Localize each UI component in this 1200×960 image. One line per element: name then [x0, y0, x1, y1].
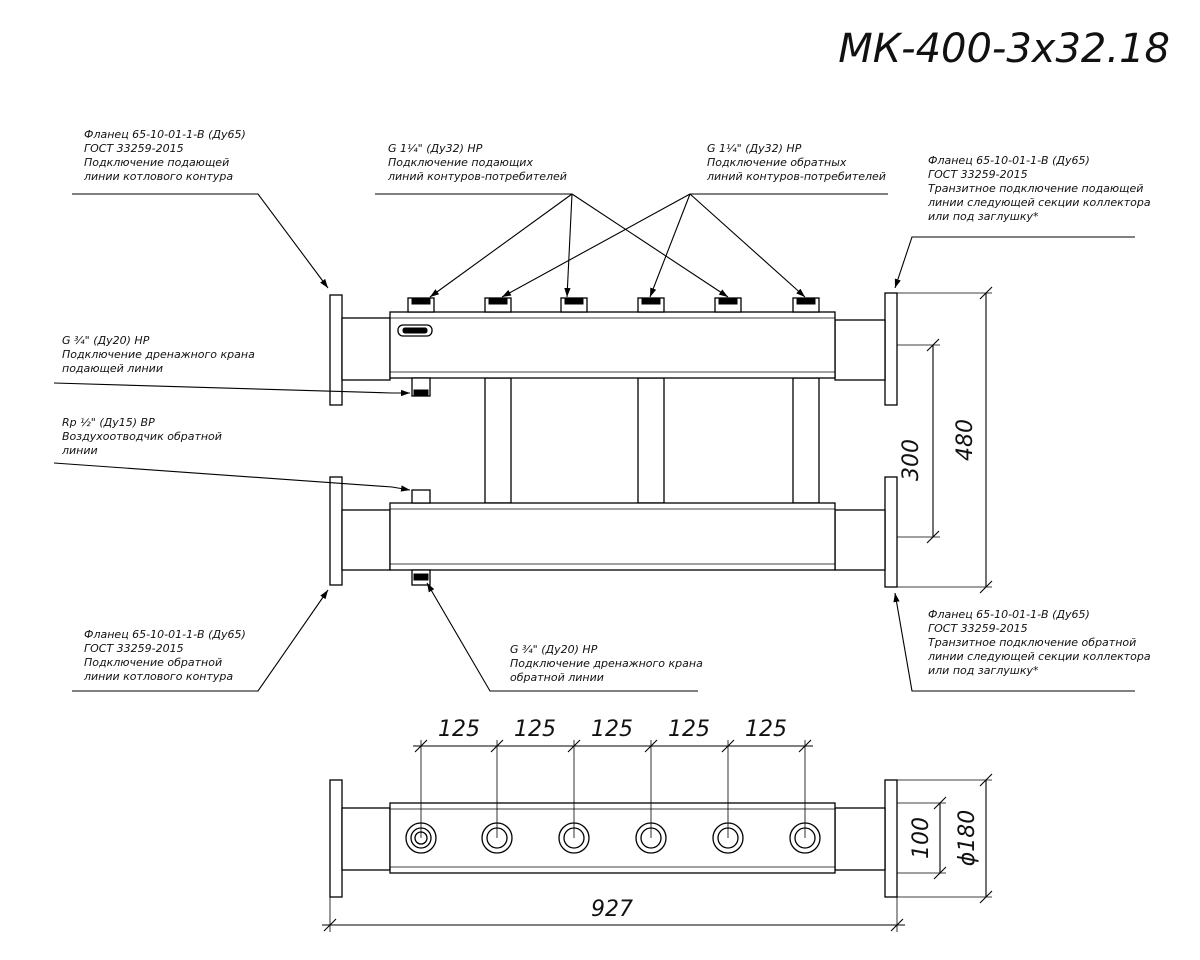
callout-drain-return: G ¾" (Ду20) НР Подключение дренажного кр… — [426, 582, 703, 692]
svg-text:линии следующей секции коллект: линии следующей секции коллектора — [927, 650, 1151, 663]
callout-transit-supply: Фланец 65-10-01-1-В (Ду65) ГОСТ 33259-20… — [894, 154, 1151, 289]
svg-text:ГОСТ 33259-2015: ГОСТ 33259-2015 — [928, 168, 1028, 181]
top-right-flange — [884, 779, 898, 898]
front-view: 300 480 — [329, 286, 993, 594]
supply-header-body — [389, 311, 836, 379]
svg-text:Транзитное подключение подающе: Транзитное подключение подающей — [928, 182, 1143, 195]
dimension-927: 927 — [322, 897, 905, 932]
flange-height-label: 480 — [953, 419, 978, 461]
pitch-label-2: 125 — [514, 717, 556, 742]
callout-supply-consumers: G 1¼" (Ду32) НР Подключение подающих лин… — [375, 142, 729, 298]
axis-spacing-label: 300 — [899, 439, 924, 481]
callout-air-vent: Rp ½" (Ду15) ВР Воздухоотводчик обратной… — [53, 416, 411, 492]
svg-text:линии котлового контура: линии котлового контура — [83, 170, 233, 183]
svg-text:Воздухоотводчик обратной: Воздухоотводчик обратной — [62, 430, 222, 443]
flange-diameter-label: ϕ180 — [955, 810, 980, 867]
left-return-flange — [329, 476, 343, 586]
svg-text:G 1¼" (Ду32) НР: G 1¼" (Ду32) НР — [707, 142, 802, 155]
right-supply-stub — [834, 319, 886, 381]
svg-text:или под заглушку*: или под заглушку* — [928, 664, 1039, 677]
svg-text:Фланец 65-10-01-1-В (Ду65): Фланец 65-10-01-1-В (Ду65) — [84, 128, 246, 141]
right-return-flange — [884, 476, 898, 588]
dimension-480: 480 — [897, 286, 993, 594]
return-header-body — [389, 502, 836, 571]
pitch-label-5: 125 — [745, 717, 787, 742]
total-length-label: 927 — [591, 897, 633, 922]
svg-text:линий контуров-потребителей: линий контуров-потребителей — [387, 170, 567, 183]
connector-pipe-3 — [792, 377, 820, 504]
svg-text:обратной линии: обратной линии — [510, 671, 604, 684]
svg-text:Подключение дренажного крана: Подключение дренажного крана — [62, 348, 255, 361]
connector-pipe-2 — [637, 377, 665, 504]
left-return-stub — [341, 509, 391, 571]
pitch-label-4: 125 — [668, 717, 710, 742]
return-air-vent-fitting — [411, 489, 431, 504]
pitch-dimensions: 125 125 125 125 125 — [413, 717, 813, 838]
callout-supply-flange: Фланец 65-10-01-1-В (Ду65) ГОСТ 33259-20… — [72, 128, 329, 289]
svg-text:ГОСТ 33259-2015: ГОСТ 33259-2015 — [928, 622, 1028, 635]
svg-text:Rp ½" (Ду15) ВР: Rp ½" (Ду15) ВР — [62, 416, 155, 429]
top-right-stub — [834, 807, 886, 871]
right-return-stub — [834, 509, 886, 571]
svg-text:линий контуров-потребителей: линий контуров-потребителей — [706, 170, 886, 183]
left-supply-stub — [341, 317, 391, 381]
svg-text:линии котлового контура: линии котлового контура — [83, 670, 233, 683]
svg-text:Подключение подающей: Подключение подающей — [84, 156, 229, 169]
svg-text:G 1¼" (Ду32) НР: G 1¼" (Ду32) НР — [388, 142, 483, 155]
connector-pipe-1 — [484, 377, 512, 504]
left-supply-flange — [329, 294, 343, 406]
svg-text:подающей линии: подающей линии — [62, 362, 163, 375]
svg-text:Фланец 65-10-01-1-В (Ду65): Фланец 65-10-01-1-В (Ду65) — [84, 628, 246, 641]
callout-drain-supply: G ¾" (Ду20) НР Подключение дренажного кр… — [53, 334, 410, 397]
svg-text:Транзитное подключение обратно: Транзитное подключение обратной — [928, 636, 1136, 649]
callout-return-consumers: G 1¼" (Ду32) НР Подключение обратных лин… — [501, 142, 888, 298]
right-supply-flange — [884, 292, 898, 406]
svg-text:G ¾" (Ду20) НР: G ¾" (Ду20) НР — [510, 643, 598, 656]
top-body — [389, 802, 836, 874]
svg-text:ГОСТ 33259-2015: ГОСТ 33259-2015 — [84, 642, 184, 655]
logo-mark — [402, 327, 428, 334]
svg-text:G ¾" (Ду20) НР: G ¾" (Ду20) НР — [62, 334, 150, 347]
drawing-title: МК-400-3х32.18 — [838, 26, 1170, 72]
pitch-label-3: 125 — [591, 717, 633, 742]
svg-text:Подключение обратных: Подключение обратных — [707, 156, 847, 169]
callout-transit-return: Фланец 65-10-01-1-В (Ду65) ГОСТ 33259-20… — [893, 592, 1151, 692]
dimension-100: 100 — [897, 796, 947, 880]
callout-return-flange: Фланец 65-10-01-1-В (Ду65) ГОСТ 33259-20… — [72, 589, 329, 692]
body-height-label: 100 — [909, 817, 934, 859]
svg-text:ГОСТ 33259-2015: ГОСТ 33259-2015 — [84, 142, 184, 155]
top-left-stub — [341, 807, 391, 871]
svg-text:Подключение подающих: Подключение подающих — [388, 156, 533, 169]
svg-text:линии следующей секции коллект: линии следующей секции коллектора — [927, 196, 1151, 209]
dimension-300: 300 — [897, 338, 940, 544]
svg-text:Подключение дренажного крана: Подключение дренажного крана — [510, 657, 703, 670]
svg-text:Подключение обратной: Подключение обратной — [84, 656, 222, 669]
top-left-flange — [329, 779, 343, 898]
pitch-label-1: 125 — [438, 717, 480, 742]
top-outlets — [407, 297, 820, 313]
dimension-phi180: ϕ180 — [897, 773, 993, 904]
svg-text:или под заглушку*: или под заглушку* — [928, 210, 1039, 223]
svg-text:Фланец 65-10-01-1-В (Ду65): Фланец 65-10-01-1-В (Ду65) — [928, 154, 1090, 167]
svg-text:Фланец 65-10-01-1-В (Ду65): Фланец 65-10-01-1-В (Ду65) — [928, 608, 1090, 621]
svg-text:линии: линии — [61, 444, 98, 457]
top-view: 125 125 125 125 125 927 100 — [322, 717, 993, 932]
